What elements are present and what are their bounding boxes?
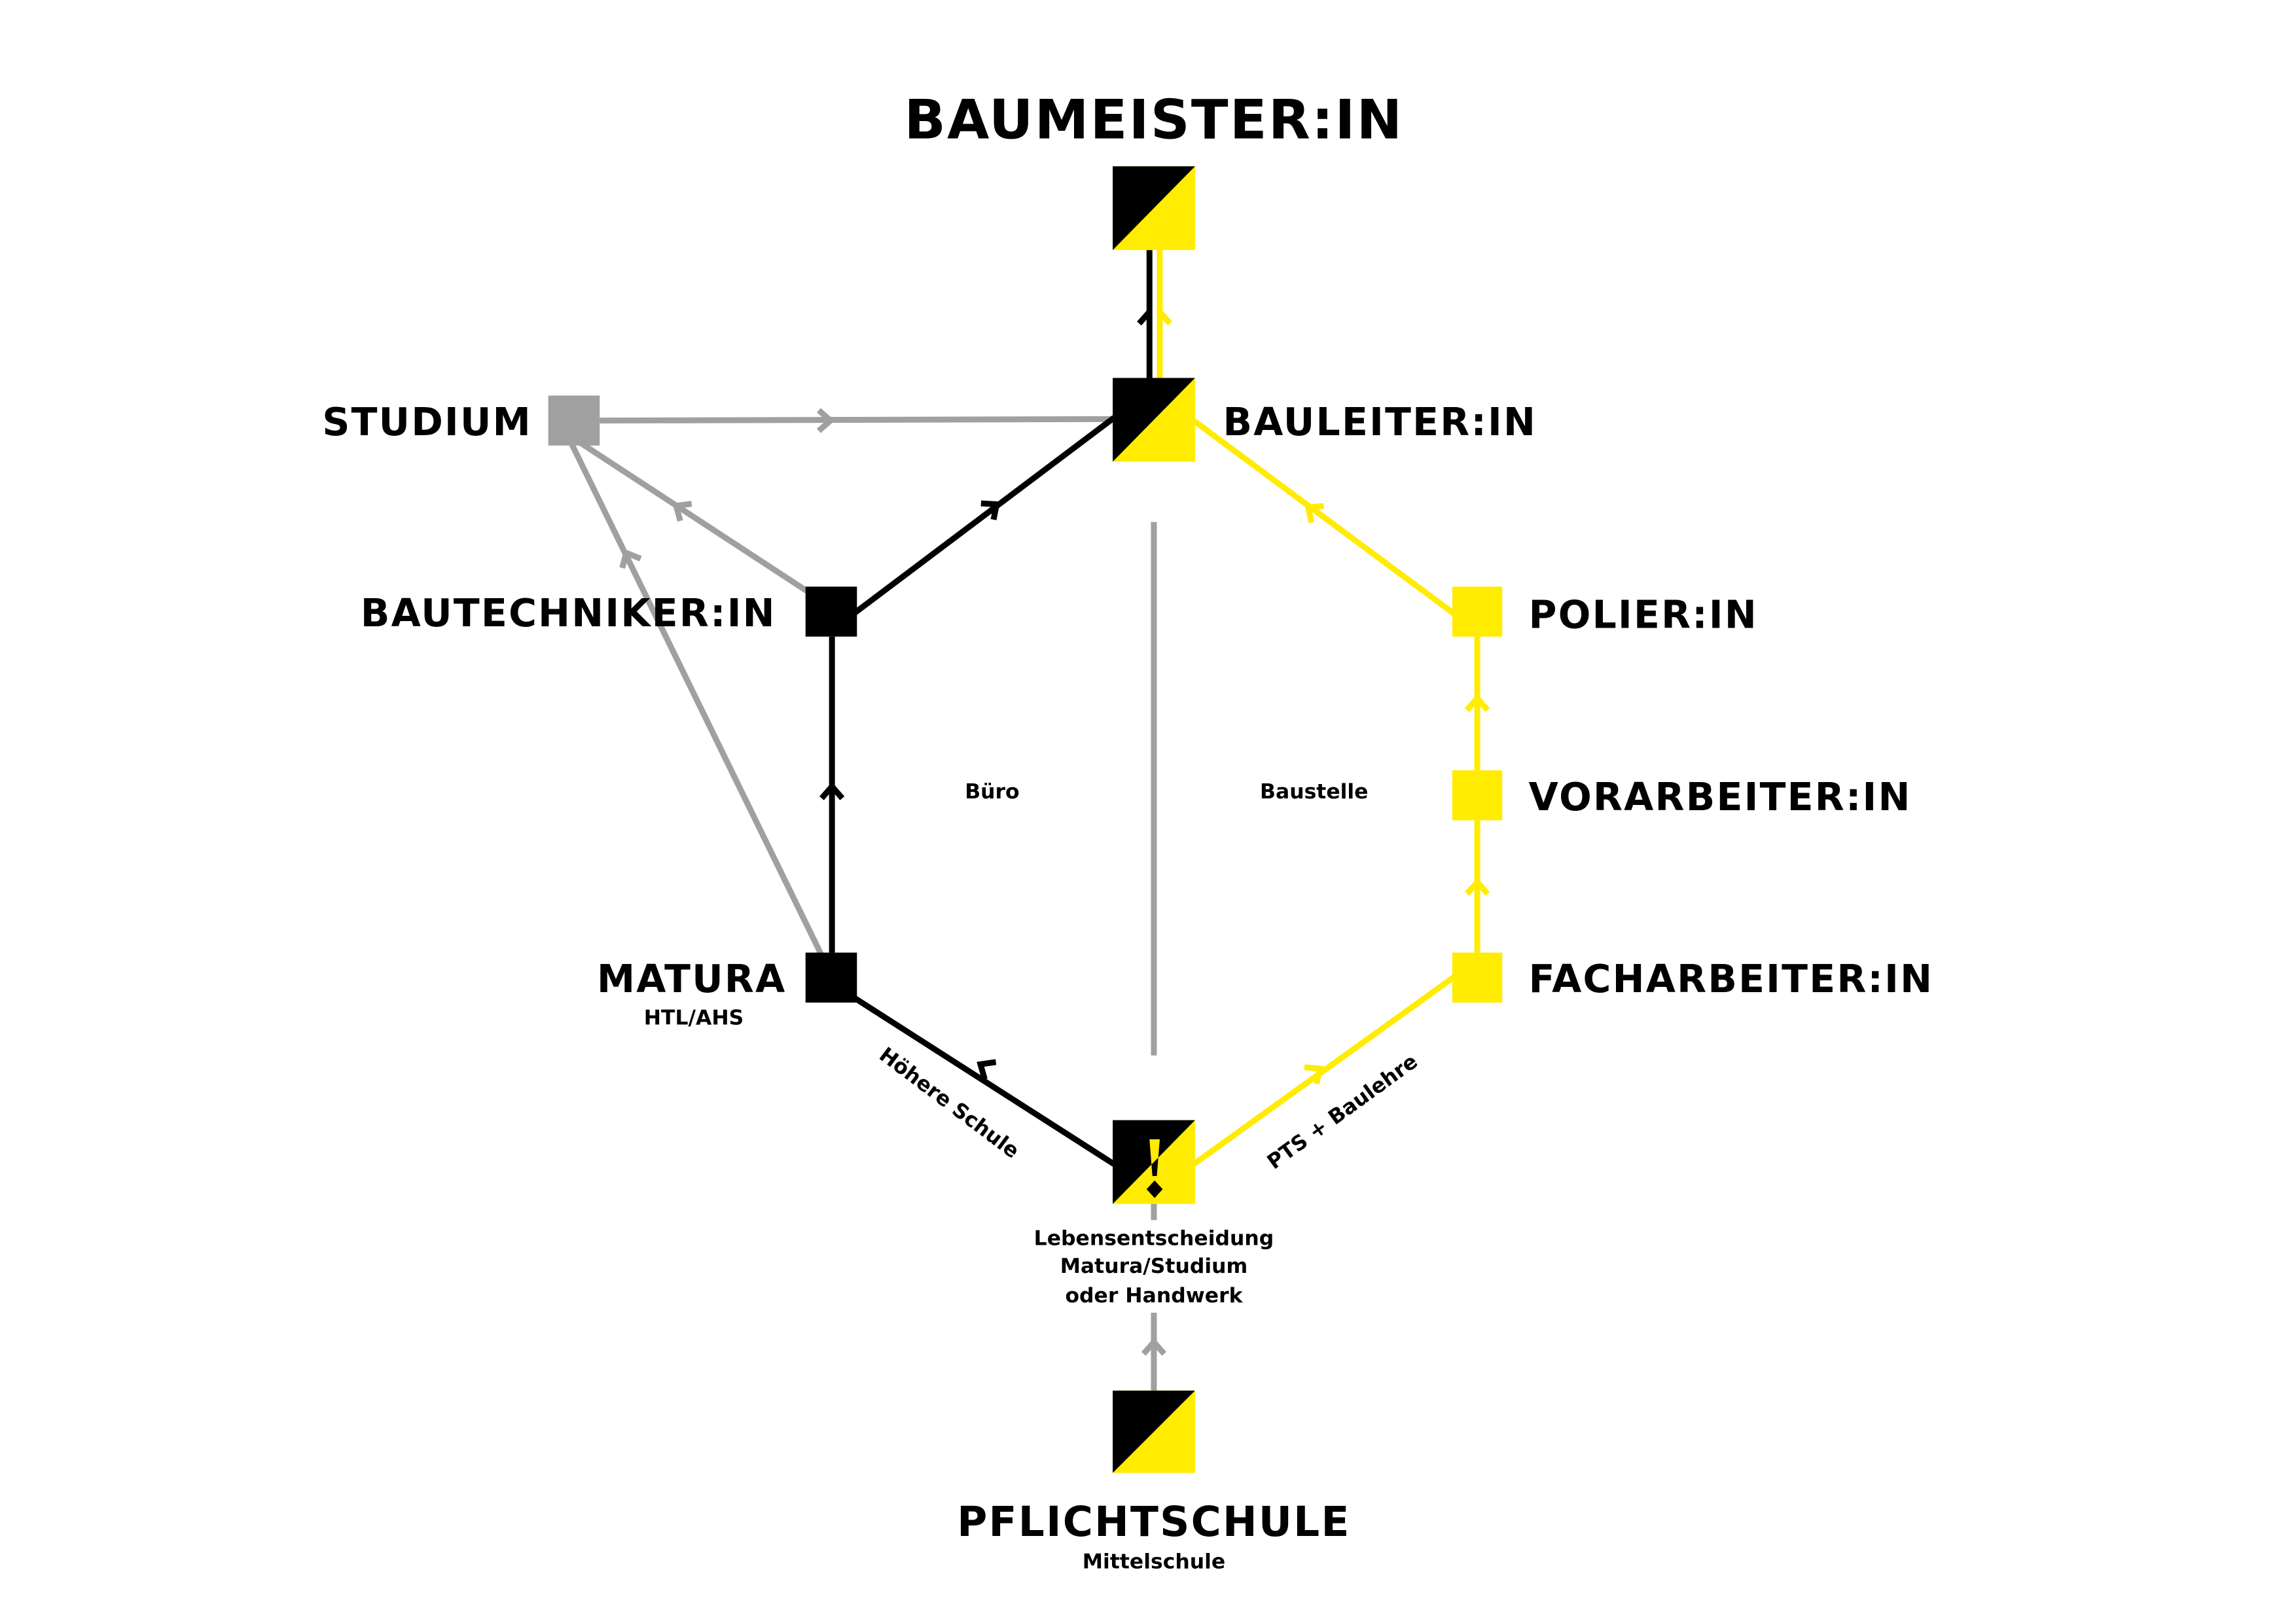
arrow-head-icon xyxy=(816,408,835,433)
arrows xyxy=(619,310,1490,1356)
node-polier-square[interactable] xyxy=(1452,586,1503,637)
edge-label-pts-baulehre: PTS + Baulehre xyxy=(1263,1050,1422,1174)
arrow-head-icon xyxy=(1304,503,1324,524)
node-matura-square[interactable] xyxy=(805,952,857,1003)
label-studium: STUDIUM xyxy=(322,400,532,444)
edge-studium-bauleiter xyxy=(600,416,1113,424)
node-studium-square[interactable] xyxy=(548,395,600,446)
region-baustelle: Baustelle xyxy=(1260,780,1368,804)
arrow-head-icon xyxy=(619,548,642,569)
arrow-head-icon xyxy=(819,781,845,800)
arrow-head-icon xyxy=(1157,310,1173,326)
node-bauleiter-square[interactable] xyxy=(1113,378,1195,462)
edge-entscheidung-matura xyxy=(851,994,1116,1167)
node-vorarbeiter-square[interactable] xyxy=(1452,770,1503,821)
edge-matura-studium xyxy=(567,440,826,960)
entscheidung-line-3: oder Handwerk xyxy=(1065,1284,1243,1308)
arrow-head-icon xyxy=(1464,694,1490,712)
arrow-head-icon xyxy=(1137,310,1152,326)
sublabel-pflichtschule: Mittelschule xyxy=(1083,1550,1225,1574)
arrow-head-icon xyxy=(1141,1337,1167,1356)
node-facharbeiter-square[interactable] xyxy=(1452,952,1503,1003)
arrow-head-icon xyxy=(1464,877,1490,896)
label-bauleiter: BAULEITER:IN xyxy=(1223,400,1537,444)
arrow-head-icon xyxy=(977,1059,997,1080)
arrow-head-icon xyxy=(980,500,1001,520)
entscheidung-line-2: Matura/Studium xyxy=(1060,1255,1248,1278)
label-polier: POLIER:IN xyxy=(1529,592,1758,637)
label-facharbeiter: FACHARBEITER:IN xyxy=(1529,957,1934,1001)
label-matura: MATURA xyxy=(597,957,787,1001)
edge-entscheidung-facharbeiter xyxy=(1191,973,1458,1167)
node-bautechniker-square[interactable] xyxy=(805,586,857,637)
node-baumeister-square[interactable] xyxy=(1113,166,1195,251)
edge-polier-bauleiter xyxy=(1191,418,1458,617)
exclamation-icon xyxy=(1146,1139,1163,1198)
label-vorarbeiter: VORARBEITER:IN xyxy=(1529,775,1912,819)
arrow-head-icon xyxy=(672,501,692,522)
edge-bautechniker-bauleiter xyxy=(850,415,1117,617)
label-bautechniker: BAUTECHNIKER:IN xyxy=(361,591,776,635)
edges xyxy=(567,250,1480,1391)
label-pflichtschule: PFLICHTSCHULE xyxy=(957,1498,1350,1546)
entscheidung-line-1: Lebensentscheidung xyxy=(1034,1227,1274,1251)
node-entscheidung-square[interactable] xyxy=(1113,1120,1195,1204)
sublabel-matura: HTL/AHS xyxy=(644,1007,744,1030)
region-buero: Büro xyxy=(965,780,1019,804)
node-pflichtschule-square[interactable] xyxy=(1113,1390,1195,1473)
label-baumeister: BAUMEISTER:IN xyxy=(905,88,1404,151)
arrow-head-icon xyxy=(1304,1064,1324,1085)
edge-bautechniker-studium xyxy=(571,435,814,597)
